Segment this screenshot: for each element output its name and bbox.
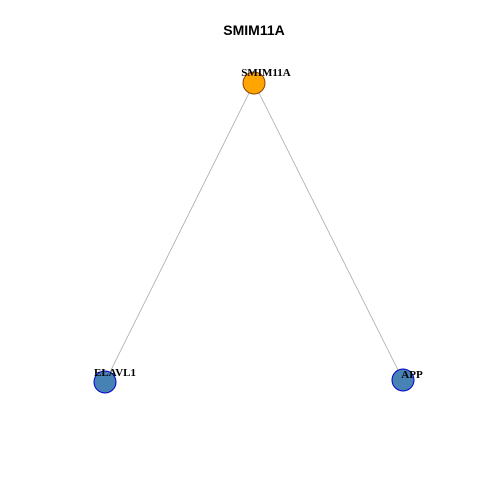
node-app — [391, 368, 415, 392]
edge-smim11a-elavl1 — [104, 82, 255, 383]
graph-title: SMIM11A — [223, 22, 284, 38]
edges-layer — [104, 82, 404, 383]
node-label-smim11a: SMIM11A — [241, 67, 291, 79]
labels-layer: SMIM11A ELAVL1 APP — [94, 67, 423, 381]
node-label-elavl1: ELAVL1 — [94, 367, 136, 379]
node-smim11a — [242, 71, 266, 95]
node-elavl1 — [93, 370, 117, 394]
node-label-app: APP — [401, 369, 423, 381]
edge-smim11a-app — [253, 82, 404, 381]
nodes-layer — [93, 71, 415, 394]
